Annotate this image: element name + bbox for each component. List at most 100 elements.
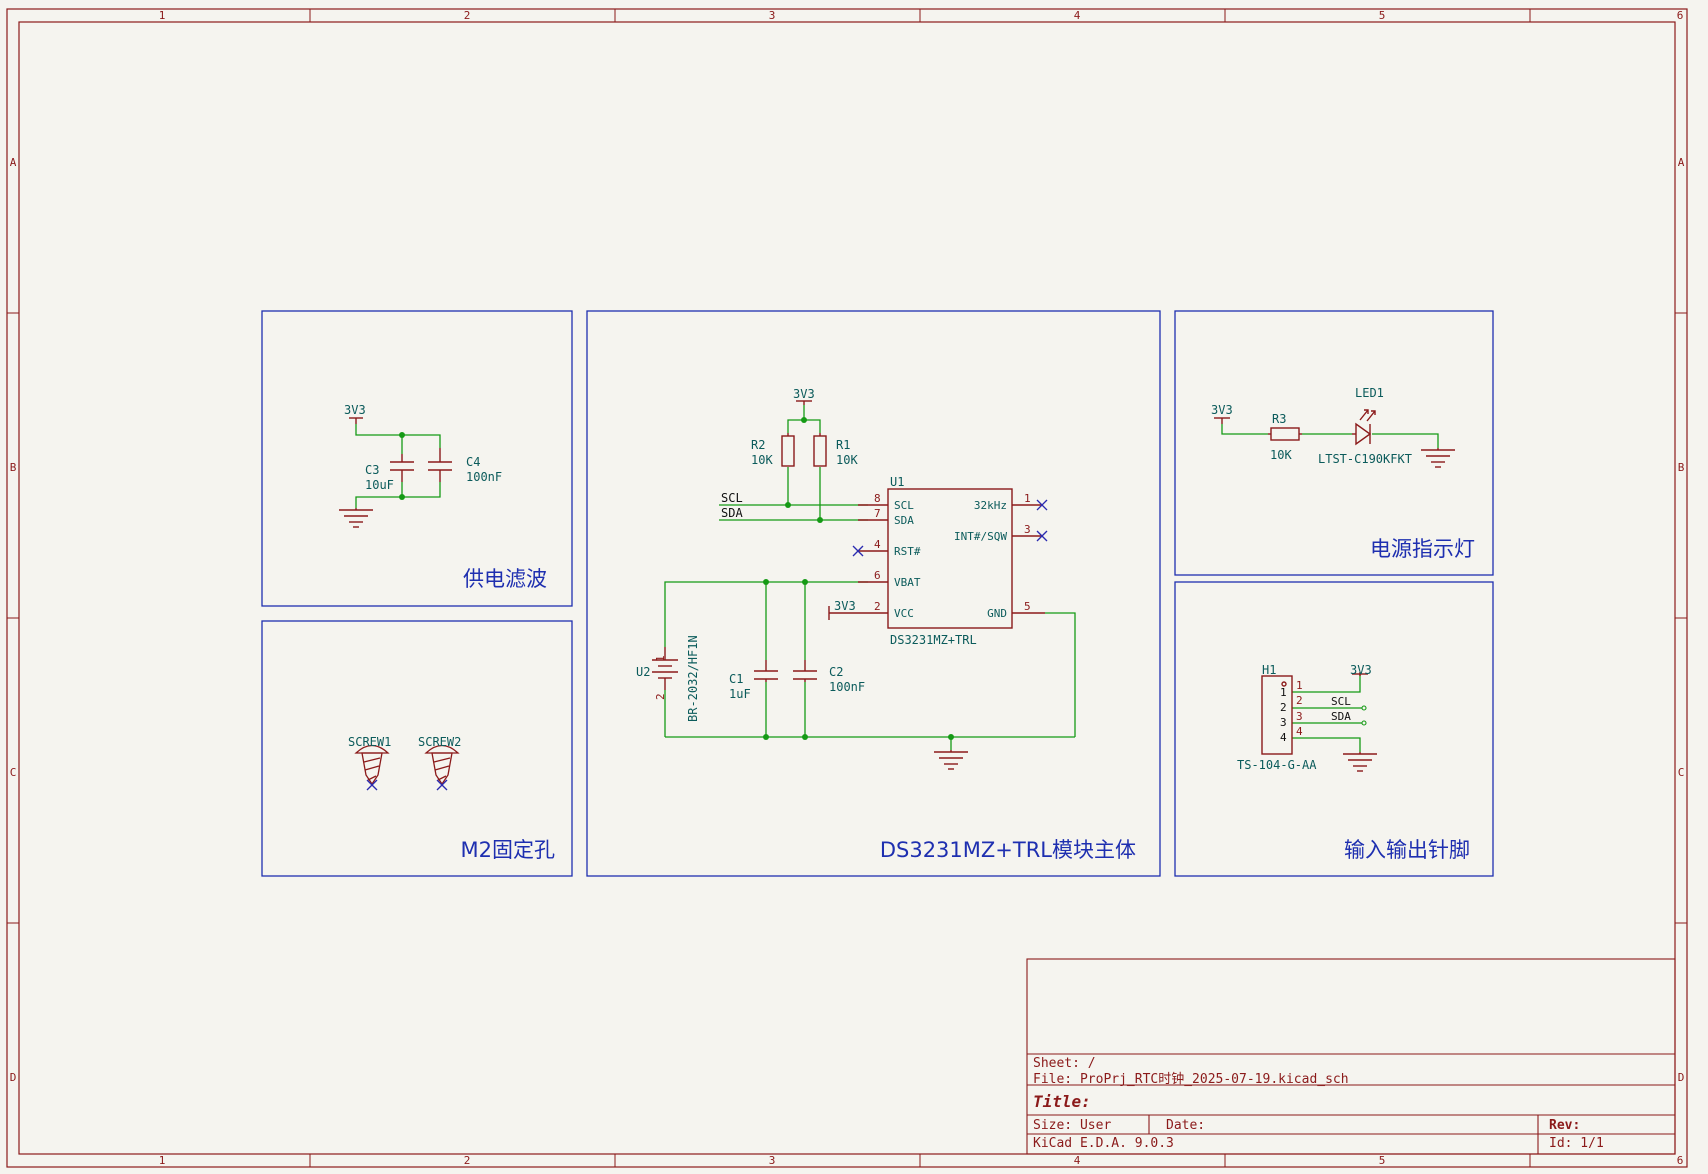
- io-h1-val: TS-104-G-AA: [1237, 758, 1317, 772]
- frame-col-2-bottom: 2: [464, 1154, 471, 1167]
- frame-row-d-left: D: [10, 1071, 17, 1084]
- frame-row-a-right: A: [1678, 156, 1685, 169]
- box-power-led: [1174, 310, 1494, 576]
- u1-body: [887, 488, 1013, 629]
- frame-row-c-left: C: [10, 766, 17, 779]
- io-h1-ref: H1: [1262, 663, 1276, 677]
- box-main-module: [586, 310, 1161, 877]
- mm-u2-pin2: 2: [654, 693, 667, 700]
- power-filter-symbols: [339, 417, 452, 528]
- frame-col-3-bottom: 3: [769, 1154, 776, 1167]
- section-title-power-filter: 供电滤波: [463, 567, 547, 591]
- mm-net-scl: SCL: [721, 491, 743, 505]
- frame-col-3-top: 3: [769, 9, 776, 22]
- mm-u1-val: DS3231MZ+TRL: [890, 633, 977, 647]
- main-noconnects: [852, 499, 1048, 557]
- io-pin1-label: 1: [1280, 686, 1287, 699]
- frame-col-6-bottom: 6: [1677, 1154, 1684, 1167]
- u1-pin3-name: INT#/SQW: [954, 530, 1007, 543]
- mm-c2-val: 100nF: [829, 680, 865, 694]
- title-block-title-label: Title:: [1033, 1092, 1091, 1111]
- pf-c4-ref: C4: [466, 455, 480, 469]
- h1-body: [1261, 675, 1293, 755]
- pl-r3-val: 10K: [1270, 448, 1292, 462]
- section-title-main-module: DS3231MZ+TRL模块主体: [880, 838, 1136, 862]
- sheet-frame: [6, 8, 1688, 1168]
- u1-pin5-name: GND: [987, 607, 1007, 620]
- io-header-net-flags: [1361, 705, 1367, 726]
- io-pin1-num: 1: [1296, 679, 1303, 692]
- mm-c1-ref: C1: [729, 672, 743, 686]
- io-pin4-num: 4: [1296, 725, 1303, 738]
- io-pin3-num: 3: [1296, 710, 1303, 723]
- frame-col-5-bottom: 5: [1379, 1154, 1386, 1167]
- power-led-symbols: [1214, 409, 1455, 468]
- frame-row-b-right: B: [1678, 461, 1685, 474]
- u1-pin5-num: 5: [1024, 600, 1031, 613]
- screw1-noconnect: [366, 779, 378, 791]
- mm-u2-ref: U2: [636, 665, 650, 679]
- power-filter-wires: [355, 424, 441, 508]
- u1-pin6-num: 6: [874, 569, 881, 582]
- box-mount-holes: [261, 620, 573, 877]
- main-symbols: [652, 400, 1045, 770]
- screw2-noconnect: [436, 779, 448, 791]
- io-net-3v3: 3V3: [1350, 663, 1372, 677]
- title-block-tool: KiCad E.D.A. 9.0.3: [1033, 1136, 1174, 1151]
- mh-screw1-label: SCREW1: [348, 735, 391, 749]
- io-header-wires: [1292, 674, 1362, 752]
- box-power-filter: [261, 310, 573, 607]
- screw1-symbol: [354, 744, 390, 786]
- title-block: [1026, 958, 1676, 1155]
- u1-pin1-name: 32kHz: [974, 499, 1007, 512]
- u1-pin8-name: SCL: [894, 499, 914, 512]
- io-header-symbols: [1261, 672, 1377, 772]
- mm-r2-ref: R2: [751, 438, 765, 452]
- mm-r1-val: 10K: [836, 453, 858, 467]
- title-block-rev: Rev:: [1549, 1118, 1580, 1133]
- title-block-size: Size: User: [1033, 1118, 1111, 1133]
- section-title-power-led: 电源指示灯: [1370, 537, 1475, 561]
- power-led-wires: [1221, 424, 1439, 448]
- section-title-mount-holes: M2固定孔: [461, 838, 555, 862]
- io-pin3-net: SDA: [1331, 710, 1351, 723]
- io-pin2-net: SCL: [1331, 695, 1351, 708]
- u1-pin4-num: 4: [874, 538, 881, 551]
- u1-pin7-num: 7: [874, 507, 881, 520]
- frame-col-1-top: 1: [159, 9, 166, 22]
- mm-u2-val: BR-2032/HF1N: [686, 635, 700, 722]
- mh-screw2-label: SCREW2: [418, 735, 461, 749]
- power-filter-junctions: [399, 432, 405, 500]
- title-block-id: Id: 1/1: [1549, 1136, 1604, 1151]
- pf-c3-val: 10uF: [365, 478, 394, 492]
- io-pin2-num: 2: [1296, 694, 1303, 707]
- io-pin2-label: 2: [1280, 701, 1287, 714]
- mm-r2-val: 10K: [751, 453, 773, 467]
- title-block-sheet: Sheet: /: [1033, 1056, 1096, 1071]
- u1-pin6-name: VBAT: [894, 576, 921, 589]
- mm-u2-pin1: 1: [654, 655, 667, 662]
- pl-led-ref: LED1: [1355, 386, 1384, 400]
- pl-r3-ref: R3: [1272, 412, 1286, 426]
- mm-u1-ref: U1: [890, 475, 904, 489]
- pf-c4-val: 100nF: [466, 470, 502, 484]
- mm-c1-val: 1uF: [729, 687, 751, 701]
- frame-col-4-bottom: 4: [1074, 1154, 1081, 1167]
- pf-net-3v3: 3V3: [344, 403, 366, 417]
- u1-pin2-name: VCC: [894, 607, 914, 620]
- title-block-file: File: ProPrj_RTC时钟_2025-07-19.kicad_sch: [1033, 1071, 1349, 1087]
- section-boxes: [261, 310, 1494, 877]
- main-junctions: [763, 417, 954, 740]
- pl-net-3v3: 3V3: [1211, 403, 1233, 417]
- frame-row-c-right: C: [1678, 766, 1685, 779]
- screw2-symbol: [424, 744, 460, 786]
- io-pin3-label: 3: [1280, 716, 1287, 729]
- io-pin4-label: 4: [1280, 731, 1287, 744]
- u1-pin1-num: 1: [1024, 492, 1031, 505]
- frame-row-b-left: B: [10, 461, 17, 474]
- u1-pin7-name: SDA: [894, 514, 914, 527]
- box-io-header: [1174, 581, 1494, 877]
- u1-pin3-num: 3: [1024, 523, 1031, 536]
- section-title-io-header: 输入输出针脚: [1344, 838, 1470, 862]
